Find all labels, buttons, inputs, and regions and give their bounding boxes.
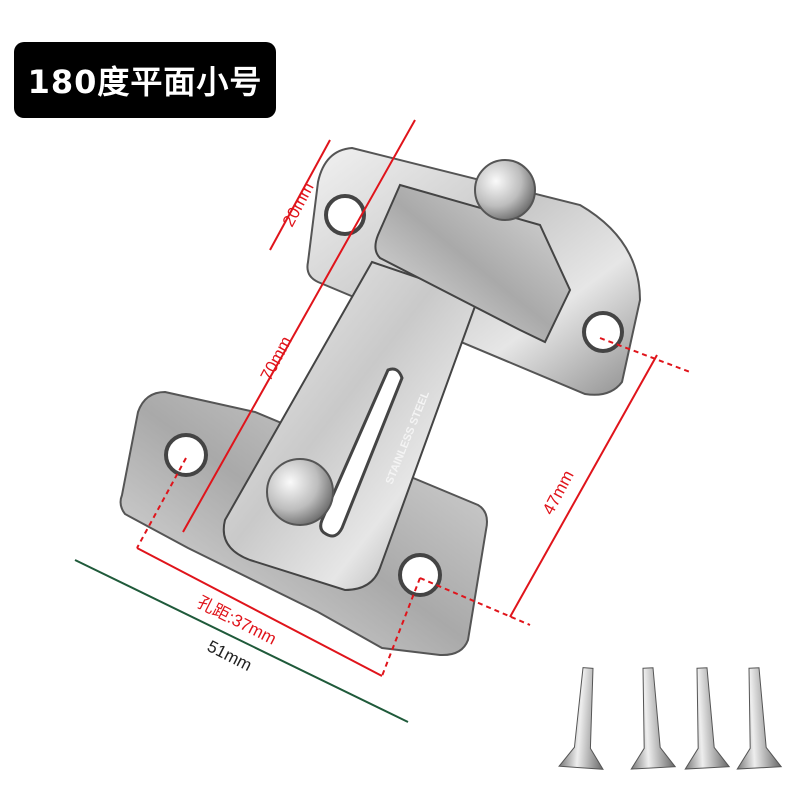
dashed-guide bbox=[599, 337, 691, 373]
screw-hole bbox=[582, 311, 624, 353]
screws bbox=[558, 667, 783, 770]
dim-line-70mm bbox=[182, 119, 416, 533]
dim-line-20mm bbox=[269, 139, 331, 251]
screw bbox=[630, 667, 677, 770]
knob bbox=[474, 159, 536, 221]
knob bbox=[266, 458, 334, 526]
screw bbox=[684, 667, 731, 770]
slot bbox=[319, 367, 404, 538]
dim-label-20mm: 20mm bbox=[279, 179, 318, 230]
title-badge: 180度平面小号 bbox=[14, 42, 276, 118]
title-text: 180度平面小号 bbox=[27, 63, 263, 101]
dim-label-47mm: 47mm bbox=[539, 467, 578, 518]
screw bbox=[558, 667, 604, 770]
keeper-bracket bbox=[374, 159, 572, 344]
dim-label-51mm: 51mm bbox=[204, 637, 255, 675]
dashed-guide bbox=[419, 577, 531, 626]
dim-line-47mm bbox=[509, 354, 658, 618]
screw-hole bbox=[398, 553, 442, 597]
hasp-arm: STAINLESS STEEL bbox=[222, 260, 480, 592]
dim-label-70mm: 70mm bbox=[257, 333, 296, 384]
screw-hole bbox=[164, 433, 208, 477]
dim-line-51mm bbox=[74, 559, 409, 723]
screw bbox=[736, 667, 783, 770]
dashed-guide bbox=[136, 457, 187, 549]
dim-line-37mm bbox=[136, 547, 383, 677]
screw-hole bbox=[324, 194, 366, 236]
